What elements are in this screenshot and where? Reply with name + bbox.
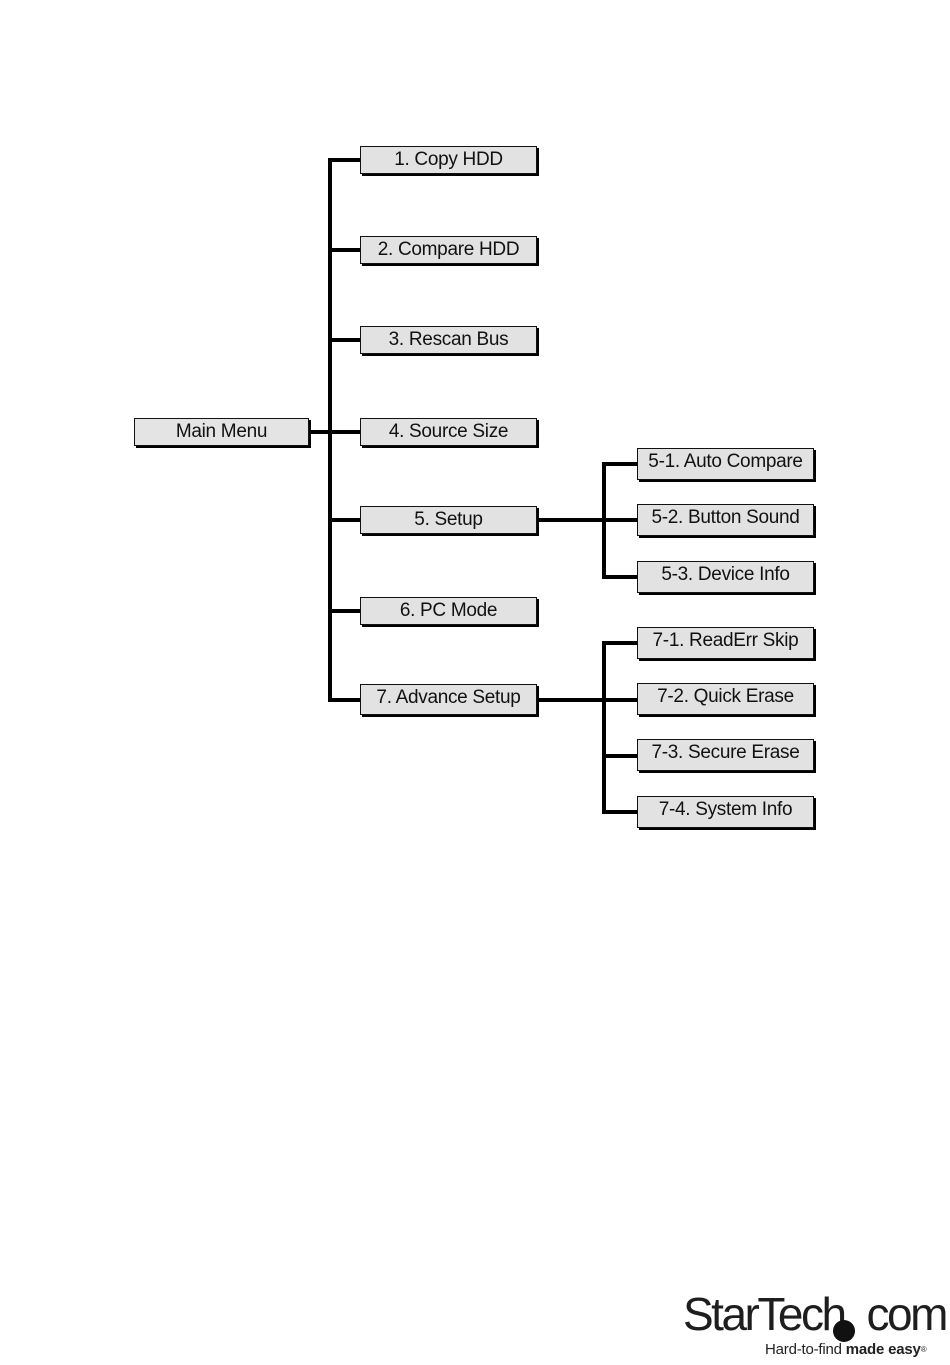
logo-wordmark: StarTech com	[683, 1290, 946, 1338]
menu-item-source-size[interactable]: 4. Source Size	[360, 418, 537, 446]
tagline-light: Hard-to-find	[765, 1341, 842, 1358]
submenu-item-secure-erase[interactable]: 7-3. Secure Erase	[637, 739, 814, 771]
logo-tagline: Hard-to-find made easy®	[765, 1341, 926, 1359]
menu-item-setup[interactable]: 5. Setup	[360, 506, 537, 534]
main-menu-node[interactable]: Main Menu	[134, 418, 309, 446]
logo-wordmark-end: com	[867, 1288, 946, 1340]
submenu-item-device-info[interactable]: 5-3. Device Info	[637, 561, 814, 593]
registered-mark: ®	[921, 1345, 927, 1354]
logo-wordmark-start: StarTech	[683, 1288, 845, 1340]
menu-item-rescan-bus[interactable]: 3. Rescan Bus	[360, 326, 537, 354]
submenu-item-auto-compare[interactable]: 5-1. Auto Compare	[637, 448, 814, 480]
tagline-bold: made easy	[846, 1341, 921, 1358]
menu-item-advance-setup[interactable]: 7. Advance Setup	[360, 684, 537, 715]
menu-item-pc-mode[interactable]: 6. PC Mode	[360, 597, 537, 625]
submenu-item-readerr-skip[interactable]: 7-1. ReadErr Skip	[637, 627, 814, 659]
submenu-item-quick-erase[interactable]: 7-2. Quick Erase	[637, 683, 814, 715]
menu-item-copy-hdd[interactable]: 1. Copy HDD	[360, 146, 537, 174]
submenu-item-button-sound[interactable]: 5-2. Button Sound	[637, 504, 814, 536]
logo-dot-icon	[833, 1320, 855, 1342]
menu-item-compare-hdd[interactable]: 2. Compare HDD	[360, 236, 537, 264]
submenu-item-system-info[interactable]: 7-4. System Info	[637, 796, 814, 828]
